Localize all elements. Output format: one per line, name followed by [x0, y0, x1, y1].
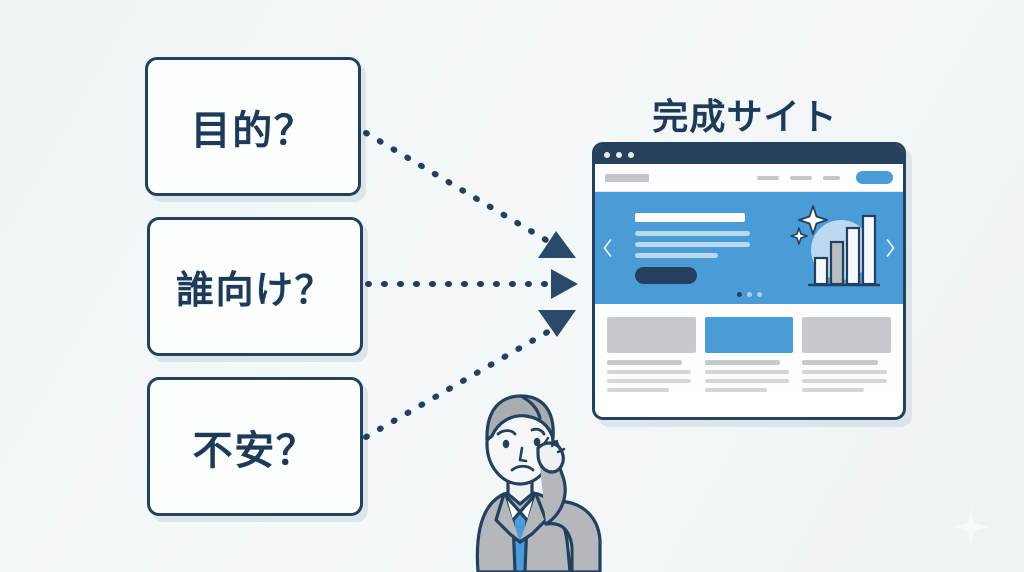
card-text-line — [607, 379, 692, 383]
hero-carousel — [595, 192, 903, 304]
card-text-line — [704, 379, 789, 383]
card-text-line — [607, 388, 670, 392]
content-card[interactable] — [607, 317, 696, 392]
content-card-row — [595, 304, 903, 392]
question-card-label: 不安？ — [192, 427, 318, 474]
card-thumbnail — [607, 317, 696, 353]
chevron-right-icon[interactable] — [884, 238, 897, 258]
carousel-dot[interactable] — [736, 292, 742, 297]
page-title: 完成サイト — [652, 97, 838, 138]
hero-body-line — [635, 230, 750, 236]
nav-link-3[interactable] — [823, 175, 840, 180]
site-navbar — [595, 164, 903, 192]
nav-link-1[interactable] — [757, 175, 779, 180]
card-text-line — [802, 379, 887, 383]
content-card[interactable] — [802, 317, 892, 392]
card-text-line — [802, 370, 887, 374]
card-title-line — [607, 360, 683, 365]
nav-links — [757, 171, 893, 184]
hero-text-block — [635, 212, 750, 284]
window-dot-icon — [616, 151, 622, 158]
browser-window-mockup — [592, 142, 906, 420]
question-card-purpose: 目的？ — [145, 57, 361, 196]
card-thumbnail — [704, 317, 794, 353]
carousel-dots — [595, 292, 903, 297]
window-dot-icon — [628, 151, 634, 158]
card-title-line — [704, 360, 781, 365]
carousel-dot[interactable] — [746, 292, 752, 297]
card-text-line — [704, 370, 789, 374]
card-text-line — [704, 388, 767, 392]
confused-businessman-illustration — [475, 394, 602, 572]
nav-cta-button[interactable] — [856, 171, 893, 184]
window-dot-icon — [604, 151, 610, 158]
carousel-dot[interactable] — [756, 292, 762, 297]
card-text-line — [607, 370, 692, 374]
sparkle-icon — [951, 507, 991, 547]
hero-body-line — [635, 252, 718, 258]
card-thumbnail — [802, 317, 892, 353]
hero-headline-bar — [635, 212, 746, 222]
bar-chart-icon — [790, 205, 881, 287]
content-card[interactable] — [704, 317, 794, 392]
logo-placeholder — [605, 173, 649, 182]
hero-cta-button[interactable] — [635, 266, 697, 284]
card-title-line — [802, 360, 878, 365]
question-card-audience: 誰向け？ — [147, 217, 363, 356]
question-card-label: 目的？ — [190, 107, 316, 154]
question-card-anxiety: 不安？ — [147, 377, 363, 516]
question-card-label: 誰向け？ — [175, 268, 335, 312]
chevron-left-icon[interactable] — [601, 238, 614, 258]
hero-body-line — [635, 241, 750, 247]
card-text-line — [802, 388, 865, 392]
browser-titlebar — [595, 145, 903, 164]
nav-link-2[interactable] — [790, 175, 812, 180]
